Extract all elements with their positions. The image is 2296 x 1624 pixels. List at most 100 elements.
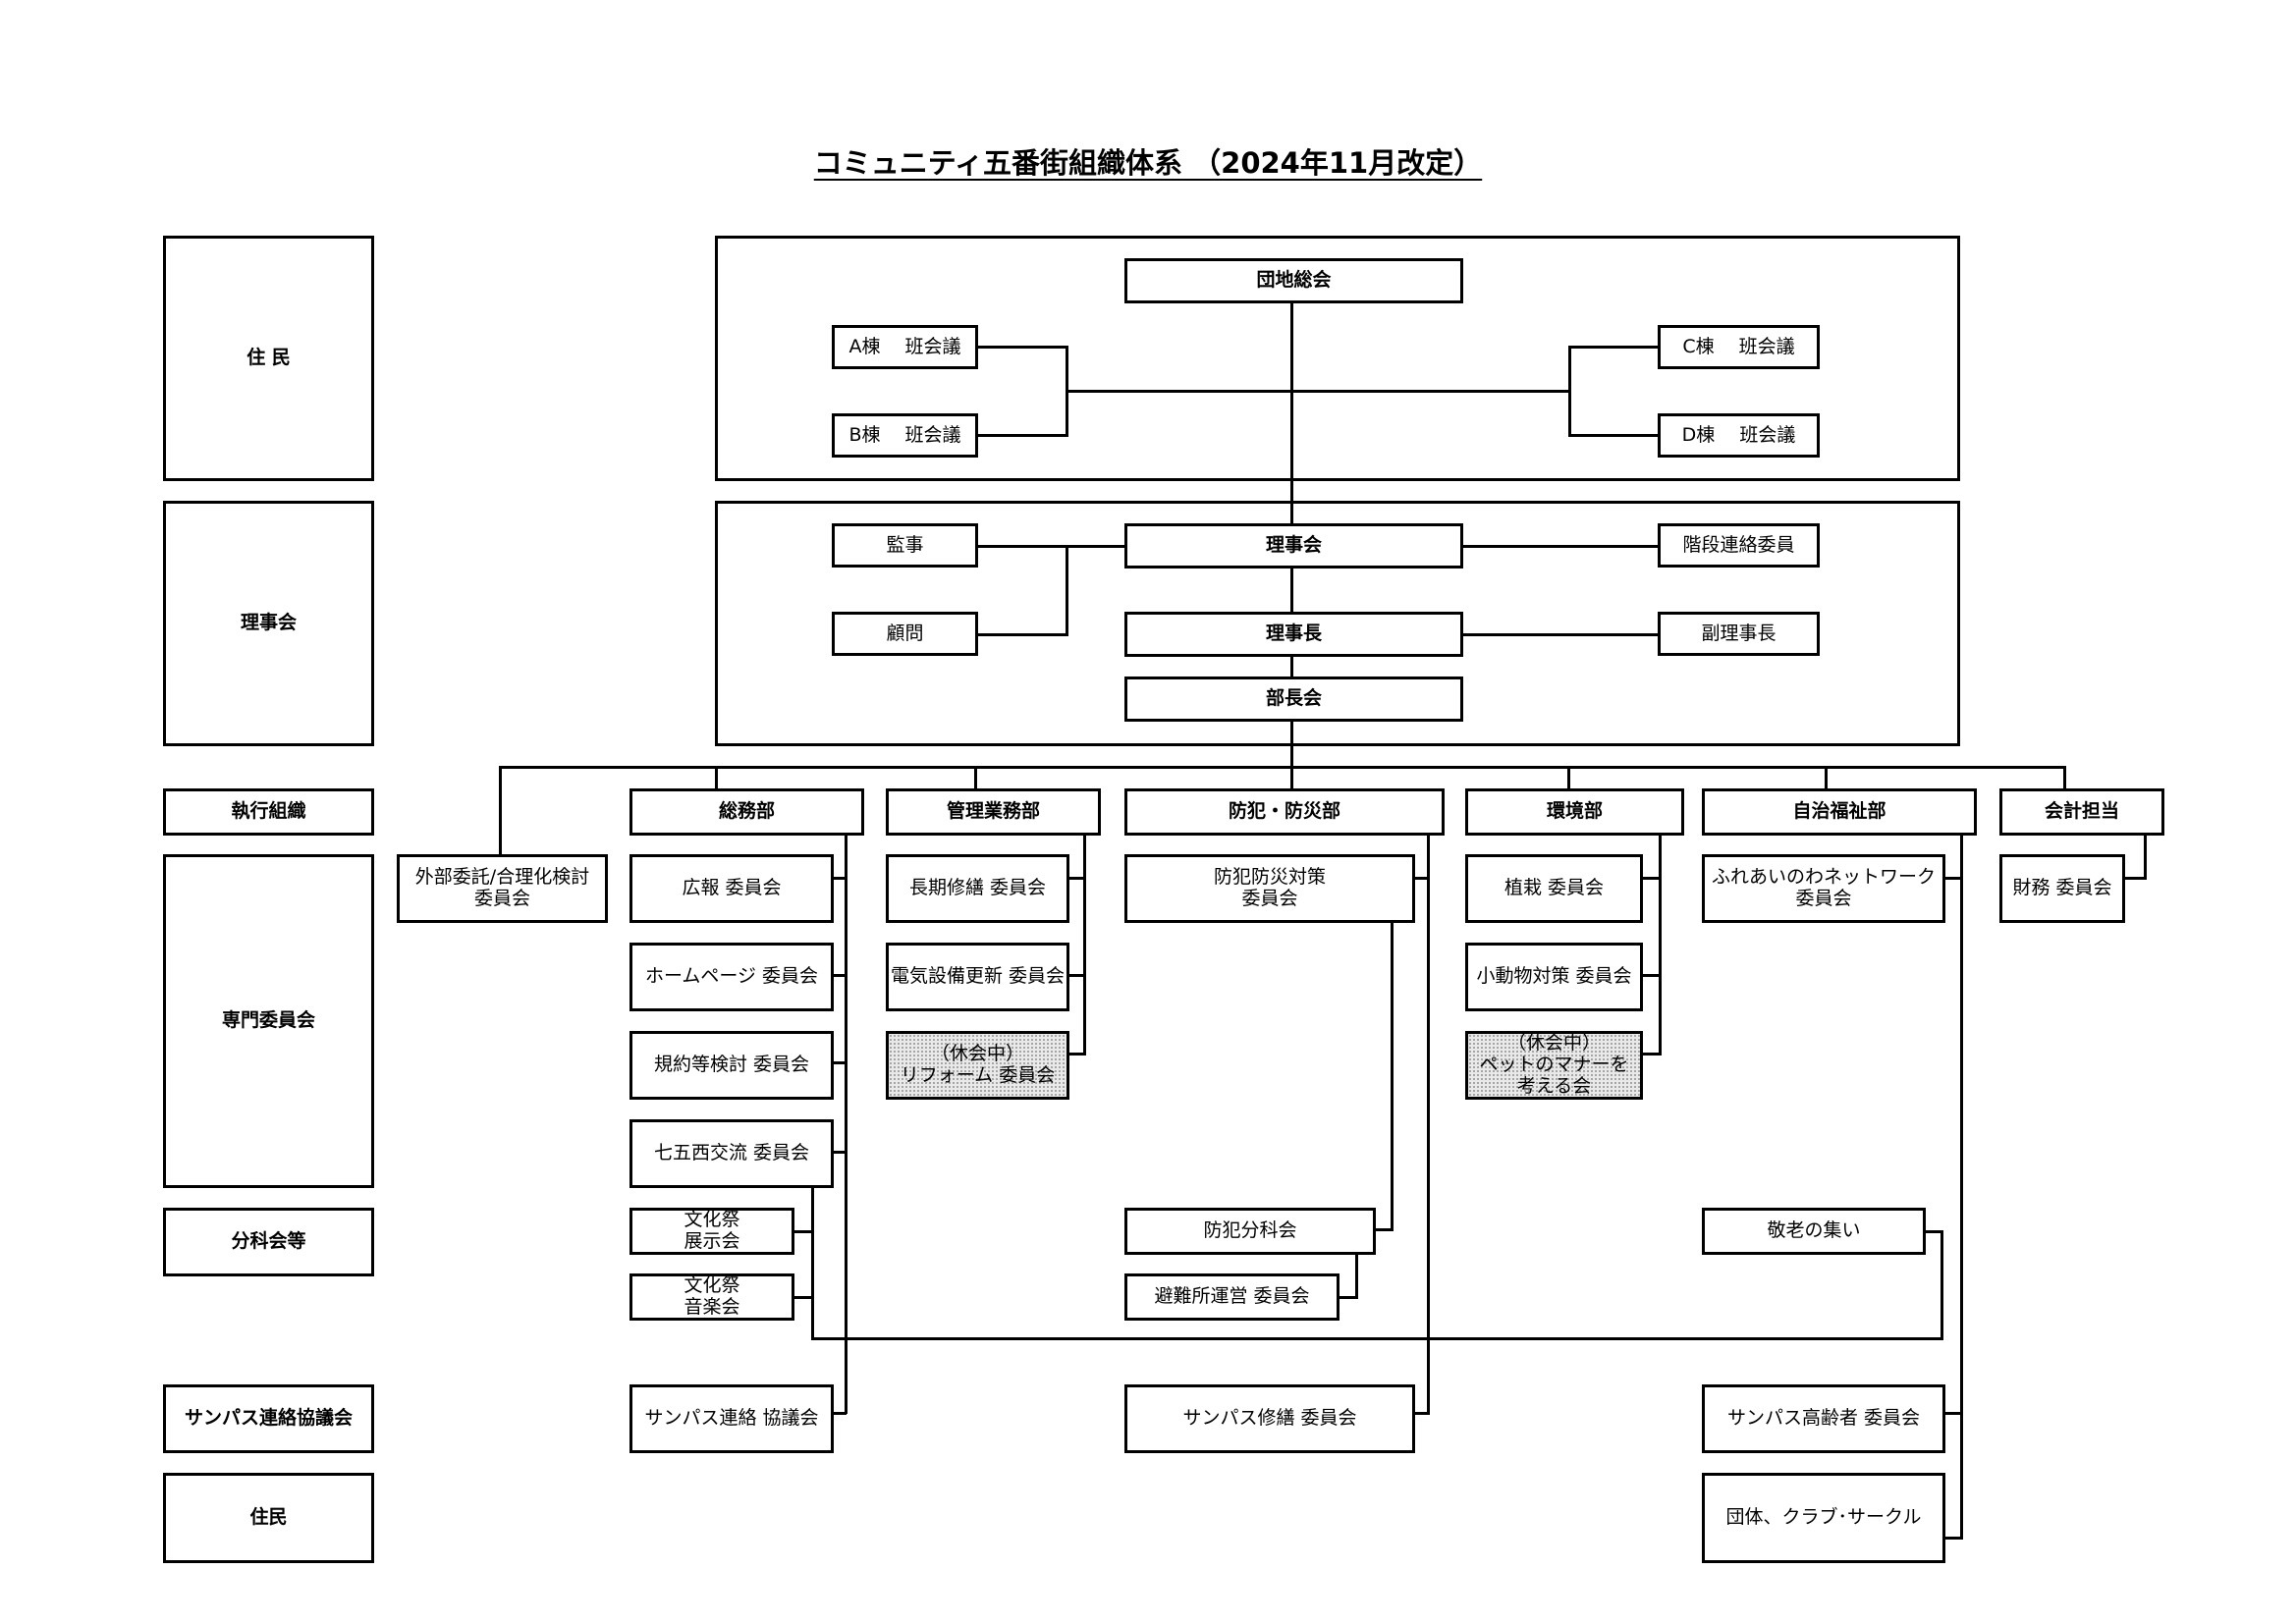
- connector-line: [1633, 1053, 1662, 1056]
- connector-line: [2063, 766, 2066, 789]
- connector-line: [1066, 346, 1068, 437]
- finance-committee-box: 財務 委員会: [1999, 854, 2125, 923]
- bylaws-committee-box: 規約等検討 委員会: [629, 1031, 834, 1100]
- board-section-frame: [715, 501, 1960, 746]
- connector-line: [1463, 633, 1660, 636]
- connector-line: [811, 1186, 814, 1340]
- department-heads-box: 部長会: [1124, 677, 1463, 722]
- connector-line: [831, 974, 847, 977]
- connector-line: [1960, 834, 1963, 1539]
- homepage-committee-box: ホームページ 委員会: [629, 943, 834, 1011]
- connector-line: [811, 1337, 1943, 1340]
- board-box: 理事会: [1124, 523, 1463, 568]
- connector-line: [1066, 1053, 1086, 1056]
- chairman-box: 理事長: [1124, 612, 1463, 657]
- assembly-box: 団地総会: [1124, 258, 1463, 303]
- chart-title: コミュニティ五番街組織体系 （2024年11月改定）: [0, 140, 2296, 182]
- connector-line: [1427, 834, 1430, 1414]
- c-building-meeting-box: C棟 班会議: [1658, 325, 1820, 369]
- culture-festival-exhibition-box: 文化祭 展示会: [629, 1208, 794, 1255]
- welfare-dept-box: 自治福祉部: [1702, 788, 1977, 836]
- groups-clubs-box: 団体、クラブ･サークル: [1702, 1473, 1945, 1563]
- crime-disaster-dept-box: 防犯・防災部: [1124, 788, 1445, 836]
- vice-chairman-box: 副理事長: [1658, 612, 1820, 656]
- row-label-board: 理事会: [163, 501, 374, 746]
- stair-liaison-box: 階段連絡委員: [1658, 523, 1820, 568]
- connector-line: [499, 766, 502, 854]
- crime-disaster-committee-box: 防犯防災対策 委員会: [1124, 854, 1415, 923]
- shelter-operation-committee-box: 避難所運営 委員会: [1124, 1273, 1339, 1321]
- fureai-network-committee-box: ふれあいのわネットワーク 委員会: [1702, 854, 1945, 923]
- connector-line: [975, 545, 1124, 548]
- accounting-box: 会計担当: [1999, 788, 2164, 836]
- pet-manners-group-box: （休会中） ペットのマナーを 考える会: [1465, 1031, 1643, 1100]
- sunpas-liaison-council-box: サンパス連絡 協議会: [629, 1384, 834, 1453]
- small-animal-committee-box: 小動物対策 委員会: [1465, 943, 1643, 1011]
- connector-line: [975, 434, 1067, 437]
- connector-line: [1570, 346, 1659, 349]
- connector-line: [1083, 834, 1086, 1056]
- planting-committee-box: 植栽 委員会: [1465, 854, 1643, 923]
- pr-committee-box: 広報 委員会: [629, 854, 834, 923]
- connector-line: [1568, 346, 1571, 437]
- connector-line: [1355, 1230, 1358, 1299]
- crime-prevention-subcommittee-box: 防犯分科会: [1124, 1208, 1376, 1255]
- connector-line: [1463, 545, 1660, 548]
- row-label-residents-bottom: 住民: [163, 1473, 374, 1563]
- culture-festival-concert-box: 文化祭 音楽会: [629, 1273, 794, 1321]
- a-building-meeting-box: A棟 班会議: [832, 325, 978, 369]
- connector-line: [831, 1151, 847, 1154]
- connector-line: [1633, 974, 1662, 977]
- connector-line: [975, 633, 1067, 636]
- connector-line: [831, 1061, 847, 1064]
- general-affairs-dept-box: 総務部: [629, 788, 864, 836]
- connector-line: [1066, 545, 1068, 636]
- long-term-repair-committee-box: 長期修繕 委員会: [886, 854, 1069, 923]
- row-label-subcommittees: 分科会等: [163, 1208, 374, 1276]
- connector-line: [1942, 877, 1963, 880]
- connector-line: [793, 1296, 813, 1299]
- connector-line: [1411, 877, 1430, 880]
- connector-line: [1066, 974, 1086, 977]
- row-label-sunpas-council: サンパス連絡協議会: [163, 1384, 374, 1453]
- advisor-box: 顧問: [832, 612, 978, 656]
- connector-line: [845, 834, 847, 1414]
- chart-title-text: コミュニティ五番街組織体系 （2024年11月改定）: [813, 146, 1483, 180]
- connector-line: [1411, 1412, 1430, 1415]
- environment-dept-box: 環境部: [1465, 788, 1684, 836]
- row-label-executive: 執行組織: [163, 788, 374, 836]
- connector-line: [831, 877, 847, 880]
- connector-line: [1923, 1230, 1943, 1233]
- assembly-section-frame: [715, 236, 1960, 481]
- outsourcing-committee-box: 外部委託/合理化検討 委員会: [397, 854, 608, 923]
- connector-line: [2144, 834, 2147, 880]
- sunpas-repair-committee-box: サンパス修繕 委員会: [1124, 1384, 1415, 1453]
- management-dept-box: 管理業務部: [886, 788, 1101, 836]
- connector-line: [1633, 877, 1662, 880]
- d-building-meeting-box: D棟 班会議: [1658, 413, 1820, 458]
- connector-line: [793, 1230, 813, 1233]
- connector-line: [1066, 877, 1086, 880]
- connector-line: [975, 346, 1067, 349]
- connector-line: [1941, 1230, 1943, 1340]
- connector-line: [715, 766, 718, 789]
- connector-line: [831, 1412, 847, 1415]
- connector-line: [2124, 877, 2147, 880]
- electrical-renewal-committee-box: 電気設備更新 委員会: [886, 943, 1069, 1011]
- connector-line: [499, 766, 2066, 769]
- reform-committee-box: （休会中） リフォーム 委員会: [886, 1031, 1069, 1100]
- connector-line: [1942, 1412, 1963, 1415]
- connector-line: [1391, 921, 1394, 1231]
- connector-line: [1337, 1296, 1358, 1299]
- connector-line: [1373, 1228, 1394, 1231]
- connector-line: [1942, 1537, 1963, 1540]
- connector-line: [974, 766, 977, 789]
- shichigo-exchange-committee-box: 七五西交流 委員会: [629, 1119, 834, 1188]
- connector-line: [1825, 766, 1828, 789]
- connector-line: [1567, 766, 1570, 789]
- row-label-residents: 住 民: [163, 236, 374, 481]
- connector-line: [1067, 390, 1570, 393]
- auditor-box: 監事: [832, 523, 978, 568]
- sunpas-elderly-committee-box: サンパス高齢者 委員会: [1702, 1384, 1945, 1453]
